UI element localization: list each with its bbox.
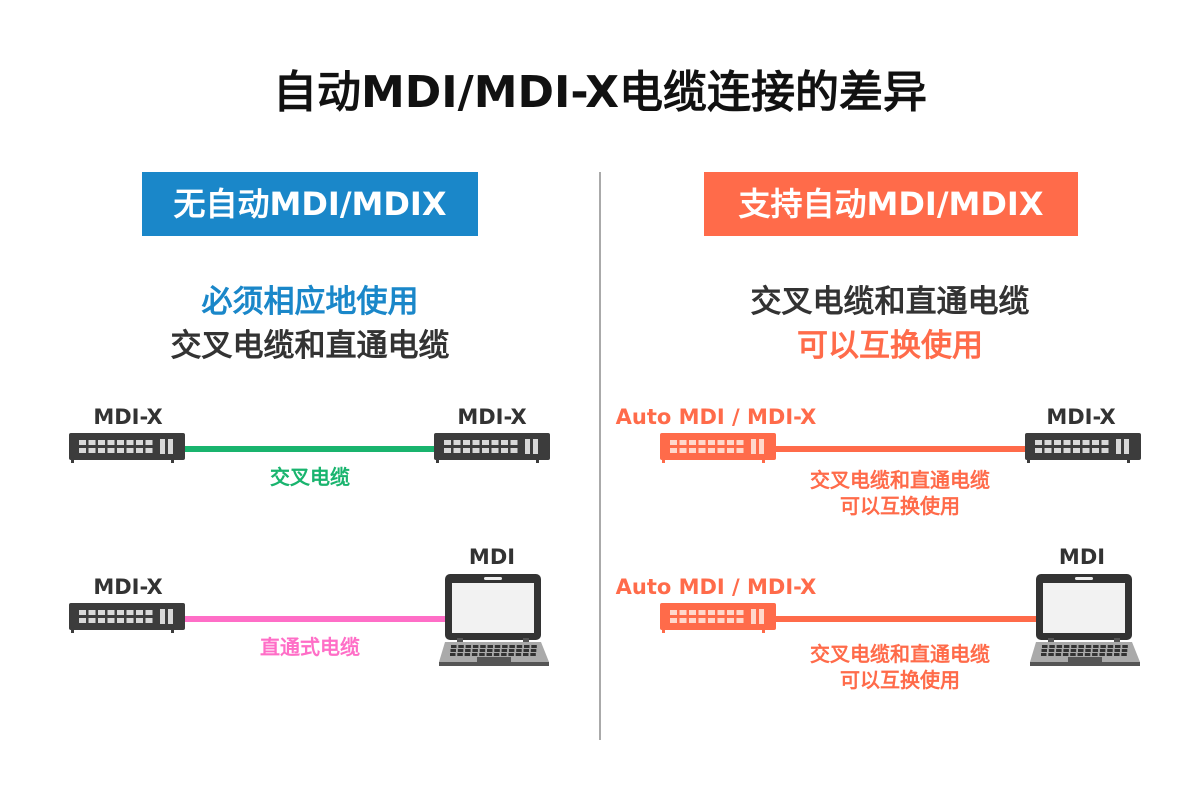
auto-mdix-switch-icon bbox=[660, 433, 776, 463]
left-row1-cable-label: 交叉电缆 bbox=[270, 465, 350, 489]
laptop-icon bbox=[1030, 574, 1140, 666]
cable bbox=[776, 616, 1036, 622]
right-row1-right-label: MDI-X bbox=[1046, 405, 1116, 429]
no-auto-mdix-badge: 无自动MDI/MDIX bbox=[142, 172, 478, 236]
crossover-cable bbox=[184, 446, 434, 452]
left-row1-right-label: MDI-X bbox=[457, 405, 527, 429]
left-row2-cable-label: 直通式电缆 bbox=[260, 635, 360, 659]
right-row1-cable-label-2: 可以互换使用 bbox=[840, 494, 960, 518]
left-subtitle-2: 交叉电缆和直通电缆 bbox=[170, 328, 450, 364]
page-title: 自动MDI/MDI-X电缆连接的差异 bbox=[272, 67, 928, 118]
auto-mdix-badge: 支持自动MDI/MDIX bbox=[704, 172, 1078, 236]
divider bbox=[599, 172, 601, 740]
cable bbox=[776, 446, 1026, 452]
right-row1-left-label: Auto MDI / MDI-X bbox=[615, 405, 817, 429]
right-row1-cable-label-1: 交叉电缆和直通电缆 bbox=[810, 468, 990, 492]
right-subtitle-2: 可以互换使用 bbox=[797, 328, 983, 364]
right-row2-left-label: Auto MDI / MDI-X bbox=[615, 575, 817, 599]
right-subtitle-1: 交叉电缆和直通电缆 bbox=[750, 284, 1030, 320]
switch-icon bbox=[69, 603, 185, 633]
switch-icon bbox=[434, 433, 550, 463]
left-row1-left-label: MDI-X bbox=[93, 405, 163, 429]
right-row2-cable-label-1: 交叉电缆和直通电缆 bbox=[810, 642, 990, 666]
right-row2-right-label: MDI bbox=[1058, 545, 1106, 569]
left-row2-left-label: MDI-X bbox=[93, 575, 163, 599]
straight-through-cable bbox=[184, 616, 446, 622]
laptop-icon bbox=[439, 574, 549, 666]
left-row2-right-label: MDI bbox=[468, 545, 516, 569]
left-subtitle-1: 必须相应地使用 bbox=[201, 284, 419, 320]
switch-icon bbox=[1025, 433, 1141, 463]
switch-icon bbox=[69, 433, 185, 463]
right-row2-cable-label-2: 可以互换使用 bbox=[840, 668, 960, 692]
auto-mdix-switch-icon bbox=[660, 603, 776, 633]
